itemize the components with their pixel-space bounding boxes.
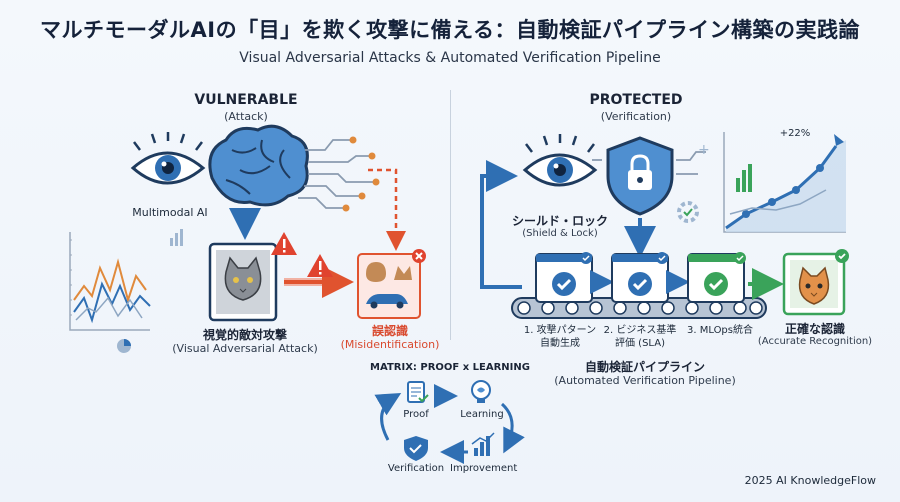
matrix-verification: Verification [387, 463, 445, 474]
growth-chart-icon [723, 132, 846, 233]
bar-chart-icon [471, 432, 495, 456]
matrix-title: MATRIX: PROOF x LEARNING [370, 362, 530, 373]
shield-lock-icon [606, 136, 674, 216]
brain-icon [208, 124, 309, 207]
document-check-icon [407, 381, 429, 403]
eye-icon [130, 132, 206, 185]
adversarial-cat-image [208, 242, 278, 322]
noise-chart-icon [69, 229, 183, 353]
pipeline-sub: (Automated Verification Pipeline) [554, 374, 736, 387]
shield-sub: (Shield & Lock) [522, 228, 598, 239]
matrix-learning: Learning [460, 409, 504, 420]
error-icon [412, 249, 426, 263]
pipeline-step-1 [535, 252, 593, 303]
pipeline-step-2 [611, 252, 669, 303]
attack-subheader: (Attack) [224, 110, 268, 123]
eye-icon [522, 134, 598, 187]
vulnerable-header: VULNERABLE [194, 92, 298, 108]
protected-header: PROTECTED [589, 92, 683, 108]
step-2-label: 2. ビジネス基準 評価 (SLA) [603, 325, 677, 349]
accurate-cat-image [782, 249, 849, 316]
dashed-arrow [368, 168, 406, 251]
noise-arrow [284, 266, 354, 298]
ai-label: Multimodal AI [132, 206, 208, 219]
footer-credit: 2025 AI KnowledgeFlow [744, 474, 876, 487]
misidentification-card [357, 253, 421, 319]
mis-sub: (Misidentification) [340, 338, 440, 351]
circuit-lines-icon [592, 151, 706, 175]
shield-label: シールド・ロック [511, 214, 608, 228]
matrix-improvement: Improvement [450, 463, 518, 474]
feedback-loop-arrow [480, 160, 522, 289]
verification-subheader: (Verification) [600, 110, 672, 123]
mis-label: 誤認識 [371, 324, 408, 338]
warning-icon [307, 254, 333, 277]
shield-check-icon [404, 436, 428, 461]
step-1-label: 1. 攻撃パターン 自動生成 [523, 325, 597, 349]
attack-sub: (Visual Adversarial Attack) [172, 342, 318, 355]
step-3-label: 3. MLOps統合 [687, 325, 753, 336]
attack-label: 視覚的敵対攻撃 [202, 328, 287, 342]
matrix-loop [374, 384, 525, 464]
page-subtitle: Visual Adversarial Attacks & Automated V… [239, 50, 661, 66]
matrix-proof: Proof [403, 409, 429, 420]
growth-label: +22% [779, 128, 811, 139]
accurate-label: 正確な認識 [784, 322, 845, 336]
page-title: マルチモーダルAIの「目」を欺く攻撃に備える：自動検証パイプライン構築の実践論 [40, 18, 860, 42]
center-divider [450, 90, 451, 340]
warning-icon [271, 232, 297, 255]
pipeline-label: 自動検証パイプライン [584, 360, 705, 374]
svg-text:+: + [698, 142, 710, 158]
circuit-lines-icon [298, 139, 376, 209]
pipeline-step-3 [687, 252, 746, 303]
gear-icon [677, 201, 699, 223]
accurate-sub: (Accurate Recognition) [757, 336, 873, 347]
lightbulb-brain-icon [471, 380, 491, 403]
